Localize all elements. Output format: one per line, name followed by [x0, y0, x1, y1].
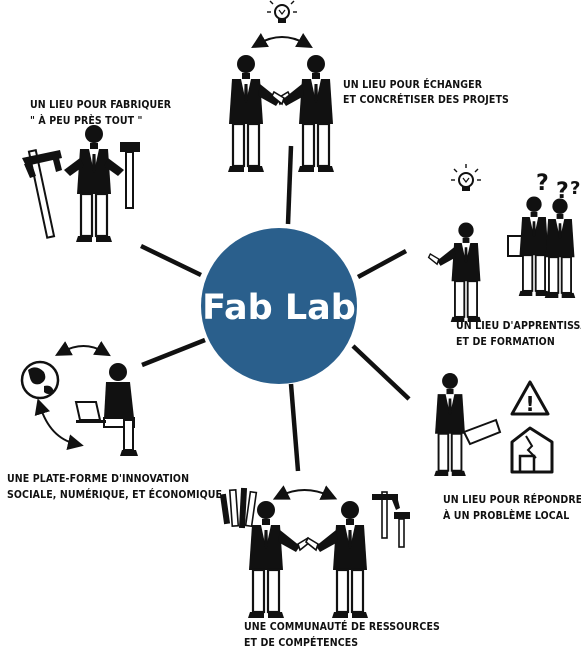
caption-probleme-line1: UN LIEU POUR RÉPONDRE: [443, 493, 581, 506]
caption-plateforme-line2: SOCIALE, NUMÉRIQUE, ET ÉCONOMIQUE: [7, 488, 222, 501]
question-mark: ?: [570, 178, 580, 199]
person-figure: [226, 53, 266, 174]
center-circle: [201, 228, 357, 384]
hammer-icon: [394, 512, 410, 548]
person-figure: [296, 53, 336, 174]
cluster-plateforme: [20, 341, 138, 456]
caption-communaute-line1: UNE COMMUNAUTÉ DE RESSOURCES: [244, 620, 440, 633]
spoke-bottom-right: [351, 344, 411, 401]
cluster-probleme: !: [433, 372, 554, 477]
caption-communaute-line2: ET DE COMPÉTENCES: [244, 636, 358, 649]
double-arrow-icon: [251, 33, 313, 49]
double-arrow-icon: [272, 485, 338, 500]
caption-fabriquer-line2: " À PEU PRÈS TOUT ": [30, 114, 143, 127]
globe-icon: [20, 360, 60, 400]
center-node: Fab Lab: [201, 228, 357, 384]
caption-echanger-line2: ET CONCRÉTISER DES PROJETS: [343, 93, 509, 106]
cluster-communaute: [219, 485, 410, 620]
spoke-bottom: [288, 383, 301, 472]
caption-apprentissage-line2: ET DE FORMATION: [456, 336, 555, 348]
hammer-icon: [120, 142, 140, 209]
caption-fabriquer-line1: UN LIEU POUR FABRIQUER: [30, 99, 172, 111]
warning-mark: !: [525, 392, 534, 416]
double-arrow-icon: [34, 398, 84, 450]
connector-spokes: [140, 145, 411, 472]
person-figure: [74, 123, 114, 244]
spoke-bottom-left: [141, 337, 206, 368]
caption-plateforme-line1: UNE PLATE-FORME D'INNOVATION: [7, 473, 189, 485]
spoke-top-left: [140, 243, 202, 278]
spoke-top-right: [356, 249, 408, 279]
person-figure: [449, 221, 483, 323]
question-mark: ?: [536, 171, 549, 196]
cluster-echanger: [226, 0, 336, 174]
warning-icon: !: [510, 380, 550, 416]
caliper-icon: [372, 491, 400, 539]
center-label: Fab Lab: [202, 288, 356, 328]
lightbulb-icon: [266, 0, 298, 24]
caption-echanger-line1: UN LIEU POUR ÉCHANGER: [343, 78, 483, 91]
lightbulb-icon: [450, 163, 482, 192]
caliper-icon: [22, 148, 62, 239]
laptop-icon: [74, 401, 106, 423]
caption-probleme-line2: À UN PROBLÈME LOCAL: [443, 509, 569, 522]
cluster-apprentissage: ? ? ?: [427, 163, 580, 323]
person-figure: [433, 372, 467, 477]
person-figure: [543, 197, 577, 299]
person-figure: [330, 499, 370, 620]
double-arrow-icon: [54, 341, 111, 357]
person-figure: [517, 195, 551, 297]
pencils-icon: [219, 487, 258, 529]
broken-house-icon: [510, 426, 554, 474]
spoke-top: [285, 145, 294, 225]
seated-person: [103, 363, 138, 456]
cluster-fabriquer: [22, 123, 140, 244]
paper-sheet: [462, 418, 502, 446]
question-mark: ?: [556, 179, 569, 204]
caption-apprentissage-line1: UN LIEU D'APPRENTISSAGE: [456, 320, 581, 332]
